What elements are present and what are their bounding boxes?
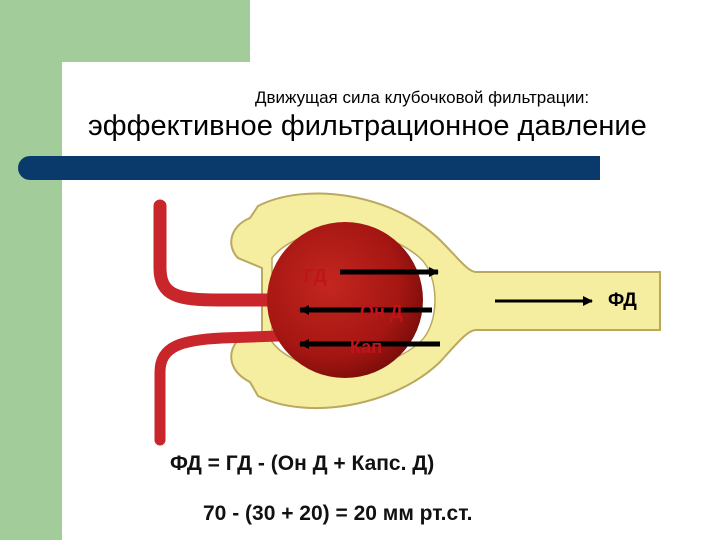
formula: ФД = ГД - (Он Д + Капс. Д) xyxy=(170,452,435,475)
label-fd: ФД xyxy=(608,290,637,311)
label-kap: Кап xyxy=(350,337,382,357)
label-gd: ГД xyxy=(304,266,327,286)
title-underline-bar xyxy=(18,156,600,180)
subtitle: Движущая сила клубочковой фильтрации: xyxy=(255,88,590,107)
label-ond: Он Д xyxy=(360,302,403,322)
green-frame-left xyxy=(0,0,62,540)
pressure-arrows xyxy=(299,267,593,349)
green-frame-top xyxy=(0,0,250,62)
blood-vessels xyxy=(153,199,285,446)
glomerulus xyxy=(267,222,423,378)
page-title: эффективное фильтрационное давление xyxy=(88,110,647,142)
calculation: 70 - (30 + 20) = 20 мм рт.ст. xyxy=(203,502,473,525)
